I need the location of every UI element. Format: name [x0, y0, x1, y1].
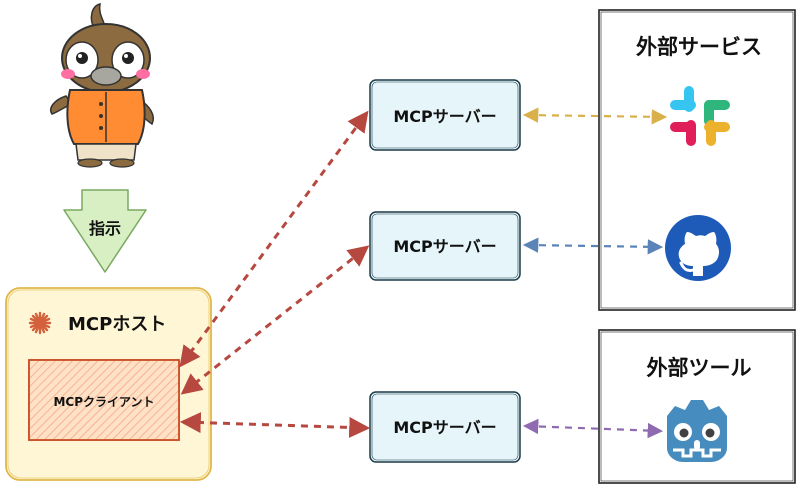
client-label: MCPクライアント — [53, 395, 154, 409]
client-server-connections — [179, 110, 371, 438]
mcp-server-box-3: MCPサーバー — [369, 391, 521, 463]
slack-connection-arrow — [522, 107, 668, 125]
external-services-title: 外部サービス — [636, 35, 762, 59]
connection-arrow-3 — [179, 412, 371, 438]
godot-icon — [667, 400, 727, 462]
mcp-server-box-1: MCPサーバー — [369, 79, 521, 151]
instruction-arrow: 指示 — [63, 189, 147, 273]
external-services-panel: 外部サービス — [598, 9, 796, 311]
external-tools-panel: 外部ツール — [598, 329, 796, 484]
server-label: MCPサーバー — [393, 237, 496, 256]
github-connection-arrow — [522, 237, 664, 255]
mascot-illustration — [50, 2, 154, 168]
github-icon — [665, 215, 731, 281]
external-tools-title: 外部ツール — [647, 356, 752, 380]
instruction-label: 指示 — [89, 219, 121, 238]
mcp-server-box-2: MCPサーバー — [369, 211, 521, 281]
mcp-client-box: MCPクライアント — [28, 359, 180, 441]
server-label: MCPサーバー — [393, 107, 496, 126]
host-title: MCPホスト — [68, 314, 166, 335]
mcp-host-box: MCPホスト MCPクライアント — [5, 287, 212, 481]
slack-icon — [670, 86, 730, 146]
claude-icon — [28, 311, 52, 335]
server-label: MCPサーバー — [393, 418, 496, 437]
godot-connection-arrow — [522, 418, 664, 439]
